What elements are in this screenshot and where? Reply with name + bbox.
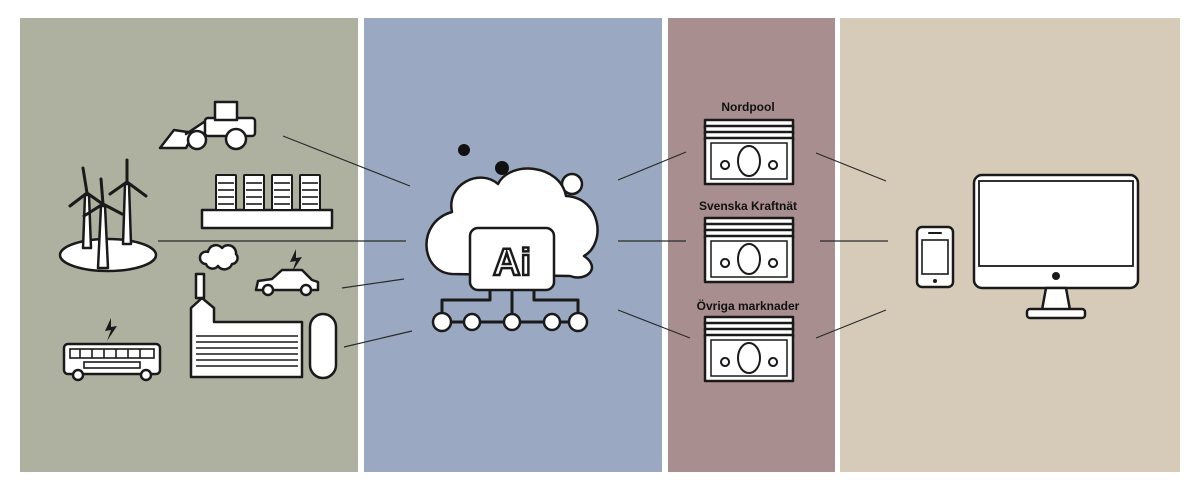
connector-lines-sources: [158, 135, 413, 348]
connector-lines-markets-devices: [815, 152, 888, 339]
wheel-loader-icon: [158, 100, 257, 151]
market-nordpool: Nordpool: [703, 100, 795, 186]
electric-car-icon: [254, 268, 320, 297]
market-svenska-kraftnat: Svenska Kraftnät: [699, 199, 797, 284]
electric-bus-icon: [62, 342, 162, 382]
wind-turbines-icon: [58, 158, 158, 273]
ai-cloud-icon: Ai: [425, 144, 599, 333]
battery-storage-icon: [200, 174, 334, 230]
market-ovriga-marknader: Övriga marknader: [697, 298, 800, 383]
smartphone-icon: [915, 225, 955, 289]
lightning-bolt-icon: [105, 249, 302, 341]
money-stack-icon: [703, 216, 795, 284]
connector-lines-ai-markets: [617, 151, 691, 339]
desktop-monitor-icon: [972, 173, 1140, 320]
ai-label: Ai: [493, 242, 531, 284]
market-label: Övriga marknader: [697, 298, 800, 313]
money-stack-icon: [703, 315, 795, 383]
factory-icon: [189, 243, 338, 380]
market-label: Nordpool: [721, 100, 774, 114]
market-label: Svenska Kraftnät: [699, 199, 797, 213]
money-stack-icon: [703, 118, 795, 186]
